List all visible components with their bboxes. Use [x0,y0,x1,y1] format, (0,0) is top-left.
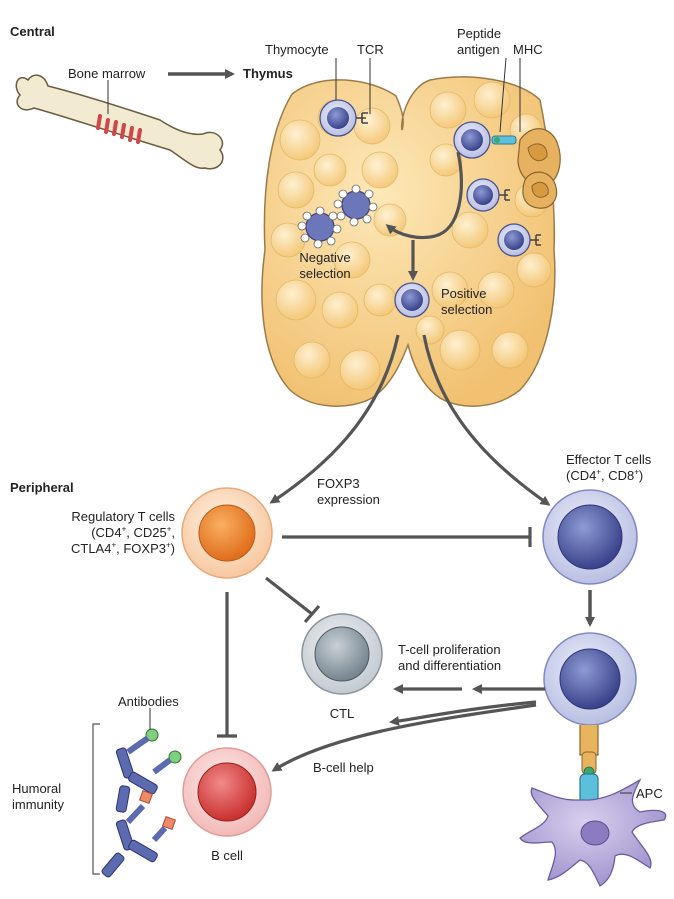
negative-selection-label-line1: Negative [299,250,351,265]
leader-line [499,57,507,133]
thymocyte-cell [466,178,510,212]
humoral-bracket [92,723,100,875]
section-central-label: Central [10,24,55,39]
apoptotic-thymocyte [297,206,342,249]
tcr-mhc-synapse [579,725,599,807]
thymocyte-cell [497,223,541,257]
thymus-label: Thymus [243,66,293,81]
antibodies-label: Antibodies [118,694,179,709]
negative-selection-label-line2: selection [299,266,351,281]
positive-selection-label-line1: Positive [441,286,487,301]
tcell-proliferation-label-line1: T-cell proliferation [398,642,501,657]
effector-t-cell [542,489,638,585]
arrow-b-cell-help [271,703,537,772]
b-cell-label: B cell [211,848,243,863]
treg-title: Regulatory T cells [71,509,175,524]
tcr-label: TCR [357,42,384,57]
b-cell [182,747,272,837]
thymocyte-cell [319,99,368,137]
arrow-negative-selection [385,151,463,240]
apc-label: APC [636,786,663,801]
thymocyte-label: Thymocyte [265,42,329,57]
foxp3-label-line1: FOXP3 [317,476,360,491]
mhc-label: MHC [513,42,543,57]
thymocyte-mhc-bound [453,121,517,159]
positive-selection-label-line2: selection [441,302,493,317]
apc-cell [519,778,667,887]
effector-markers: (CD4+, CD8+) [566,467,644,483]
regulatory-t-cell [181,487,273,579]
bone-marrow-label: Bone marrow [68,66,146,81]
apoptotic-thymocyte [333,184,378,227]
antibody-icon [101,789,177,878]
peptide-antigen-label-line1: Peptide [457,26,502,41]
effector-title: Effector T cells [566,452,652,467]
arrow-effector-ctl [389,700,537,726]
epithelial-cell-icon [517,128,561,209]
arrow-to-effector [422,334,551,506]
ctl-cell [301,613,383,695]
arrow-to-treg [269,334,400,504]
foxp3-label-line2: expression [317,492,380,507]
humoral-immunity-label-line1: Humoral [12,781,62,796]
bone-marrow-icon [15,74,224,170]
peptide-antigen-label-line2: antigen [457,42,500,57]
section-peripheral-label: Peripheral [10,480,74,495]
tcell-proliferation-label-line2: and differentiation [398,658,502,673]
ctl-label: CTL [329,706,355,721]
treg-markers-line2: (CD4+, CD25+, [91,524,175,540]
activated-effector-t-cell [543,632,637,726]
inhibition-treg-ctl [265,576,313,616]
humoral-immunity-label-line2: immunity [12,797,65,812]
positive-selection-thymocyte [394,282,430,318]
antibody-icon [115,728,182,813]
b-cell-help-label: B-cell help [313,760,374,775]
treg-markers-line3: CTLA4+, FOXP3+) [70,540,175,556]
inhibition-bar [303,604,321,624]
